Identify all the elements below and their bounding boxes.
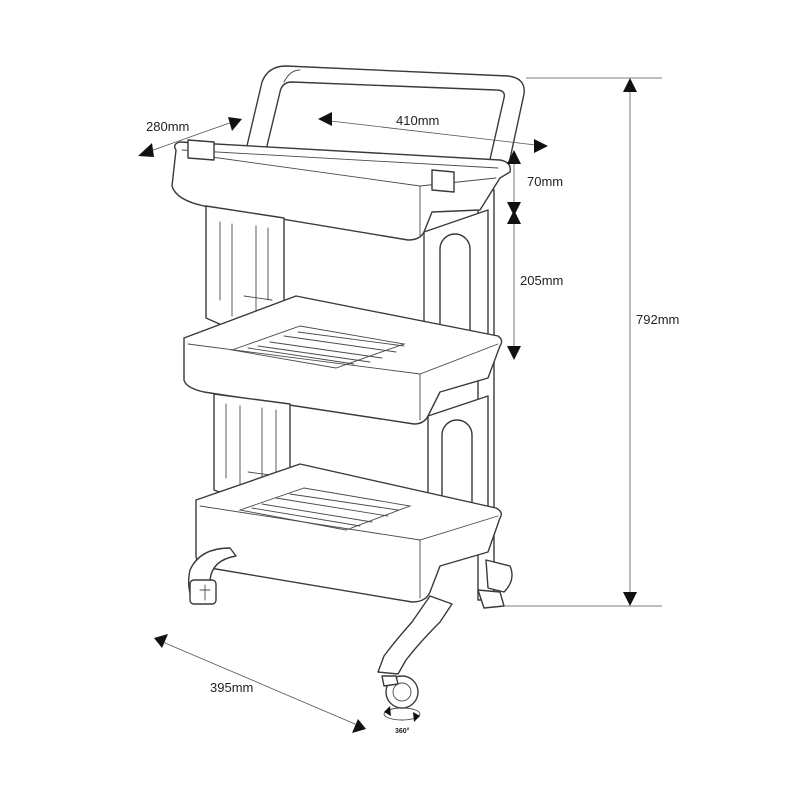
depth-dimension: 280mm [138, 117, 242, 157]
width-label: 410mm [396, 113, 439, 128]
width-dimension: 410mm [318, 112, 548, 153]
front-caster [381, 675, 419, 709]
depth-label: 280mm [146, 119, 189, 134]
rotation-indicator: 360° [383, 706, 421, 735]
bottom-shelf [195, 463, 503, 603]
middle-shelf [183, 295, 503, 425]
shelf-gap-label: 205mm [520, 273, 563, 288]
basket-height-label: 70mm [527, 174, 563, 189]
basket-height-dimension: 70mm [507, 150, 563, 216]
top-basket [171, 139, 511, 241]
front-left-caster [189, 579, 217, 605]
shelf-gap-dimension: 205mm [507, 210, 563, 360]
total-height-label: 792mm [636, 312, 679, 327]
base-length-label: 395mm [210, 680, 253, 695]
rotation-label: 360° [395, 727, 410, 735]
dimension-guides: 280mm 410mm 70mm 205mm [138, 77, 679, 733]
total-height-dimension: 792mm [504, 77, 679, 607]
cart-drawing: 360° [171, 65, 525, 735]
base-length-dimension: 395mm [154, 634, 366, 733]
